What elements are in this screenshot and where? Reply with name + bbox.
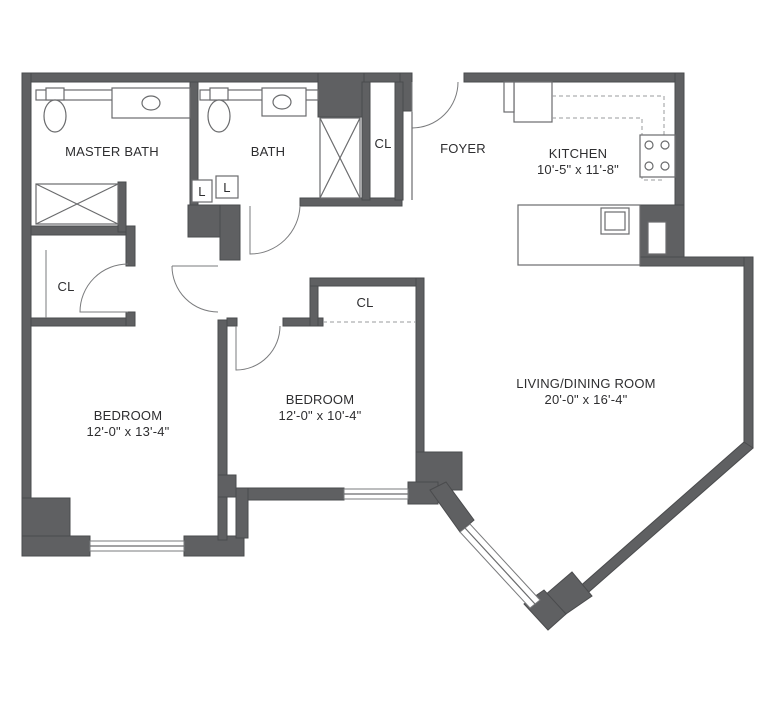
windows [89, 488, 541, 609]
master-closet-label: CL [57, 279, 74, 294]
bedroom1-dims: 12'-0" x 13'-4" [87, 424, 170, 439]
foyer-label: FOYER [440, 141, 486, 156]
bath-fixtures [199, 87, 361, 199]
laundry-label-1: L [198, 184, 205, 199]
laundry-label-2: L [223, 180, 230, 195]
laundry [191, 175, 239, 203]
living-label: LIVING/DINING ROOM [516, 376, 655, 391]
bath-label: BATH [251, 144, 286, 159]
doors [45, 81, 459, 371]
master-bath-label: MASTER BATH [65, 144, 159, 159]
kitchen-fixtures [503, 81, 676, 266]
room-labels: MASTER BATH BATH CL FOYER KITCHEN 10'-5"… [57, 136, 655, 439]
foyer-closet-label: CL [374, 136, 391, 151]
exterior-walls [21, 72, 754, 631]
kitchen-label: KITCHEN [549, 146, 607, 161]
living-dims: 20'-0" x 16'-4" [545, 392, 628, 407]
kitchen-dims: 10'-5" x 11'-8" [537, 162, 619, 177]
bedroom1-label: BEDROOM [94, 408, 163, 423]
master-bath-fixtures [35, 87, 191, 225]
interior-walls [30, 81, 475, 541]
bedroom2-label: BEDROOM [286, 392, 355, 407]
bedroom2-dims: 12'-0" x 10'-4" [279, 408, 362, 423]
bedroom2-closet-label: CL [356, 295, 373, 310]
